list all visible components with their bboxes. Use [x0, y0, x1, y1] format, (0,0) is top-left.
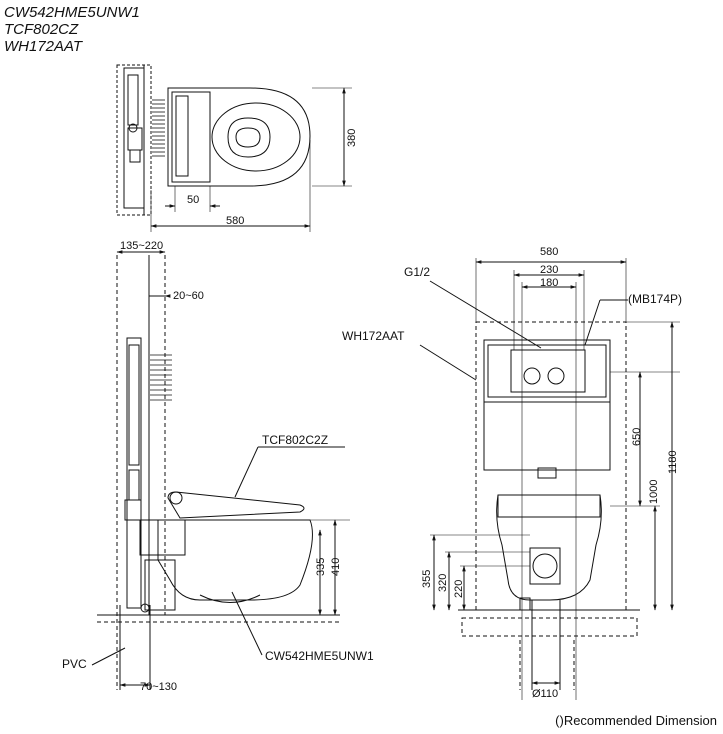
dim-front-inlet-center: 180: [540, 277, 558, 289]
top-view: [116, 64, 352, 232]
dim-top-depth: 380: [346, 129, 358, 147]
model-bowl: CW542HME5UNW1: [4, 4, 140, 21]
dim-220: 220: [453, 580, 465, 598]
dim-top-length: 580: [226, 215, 244, 227]
label-inlet: G1/2: [404, 265, 430, 279]
footer-note: ()Recommended Dimension: [555, 713, 717, 728]
dim-front-inlet-width: 230: [540, 264, 558, 276]
label-part: (MB174P): [628, 292, 682, 306]
label-pvc: PVC: [62, 657, 87, 671]
front-view: [419, 258, 680, 700]
dim-drain-diameter: Ø110: [532, 688, 558, 700]
side-view: [91, 250, 350, 690]
dim-drain-offset: 70~130: [140, 681, 177, 693]
label-seat: TCF802C2Z: [262, 433, 328, 447]
model-tank: WH172AAT: [4, 38, 83, 55]
dim-top-offset: 50: [187, 194, 199, 206]
dim-rim-height: 335: [315, 558, 327, 576]
dim-355: 355: [421, 570, 433, 588]
dim-1000: 1000: [648, 480, 660, 504]
dim-front-width: 580: [540, 246, 558, 258]
dim-320: 320: [437, 574, 449, 592]
model-list: CW542HME5UNW1 TCF802CZ WH172AAT: [4, 4, 140, 55]
dim-1180: 1180: [667, 450, 679, 474]
dim-seat-height: 410: [330, 558, 342, 576]
label-tank: WH172AAT: [342, 329, 405, 343]
dim-side-wall: 20~60: [173, 290, 204, 302]
model-seat: TCF802CZ: [4, 21, 79, 38]
label-bowl: CW542HME5UNW1: [265, 649, 374, 663]
dim-650: 650: [631, 428, 643, 446]
dim-side-frame-depth: 135~220: [120, 240, 163, 252]
